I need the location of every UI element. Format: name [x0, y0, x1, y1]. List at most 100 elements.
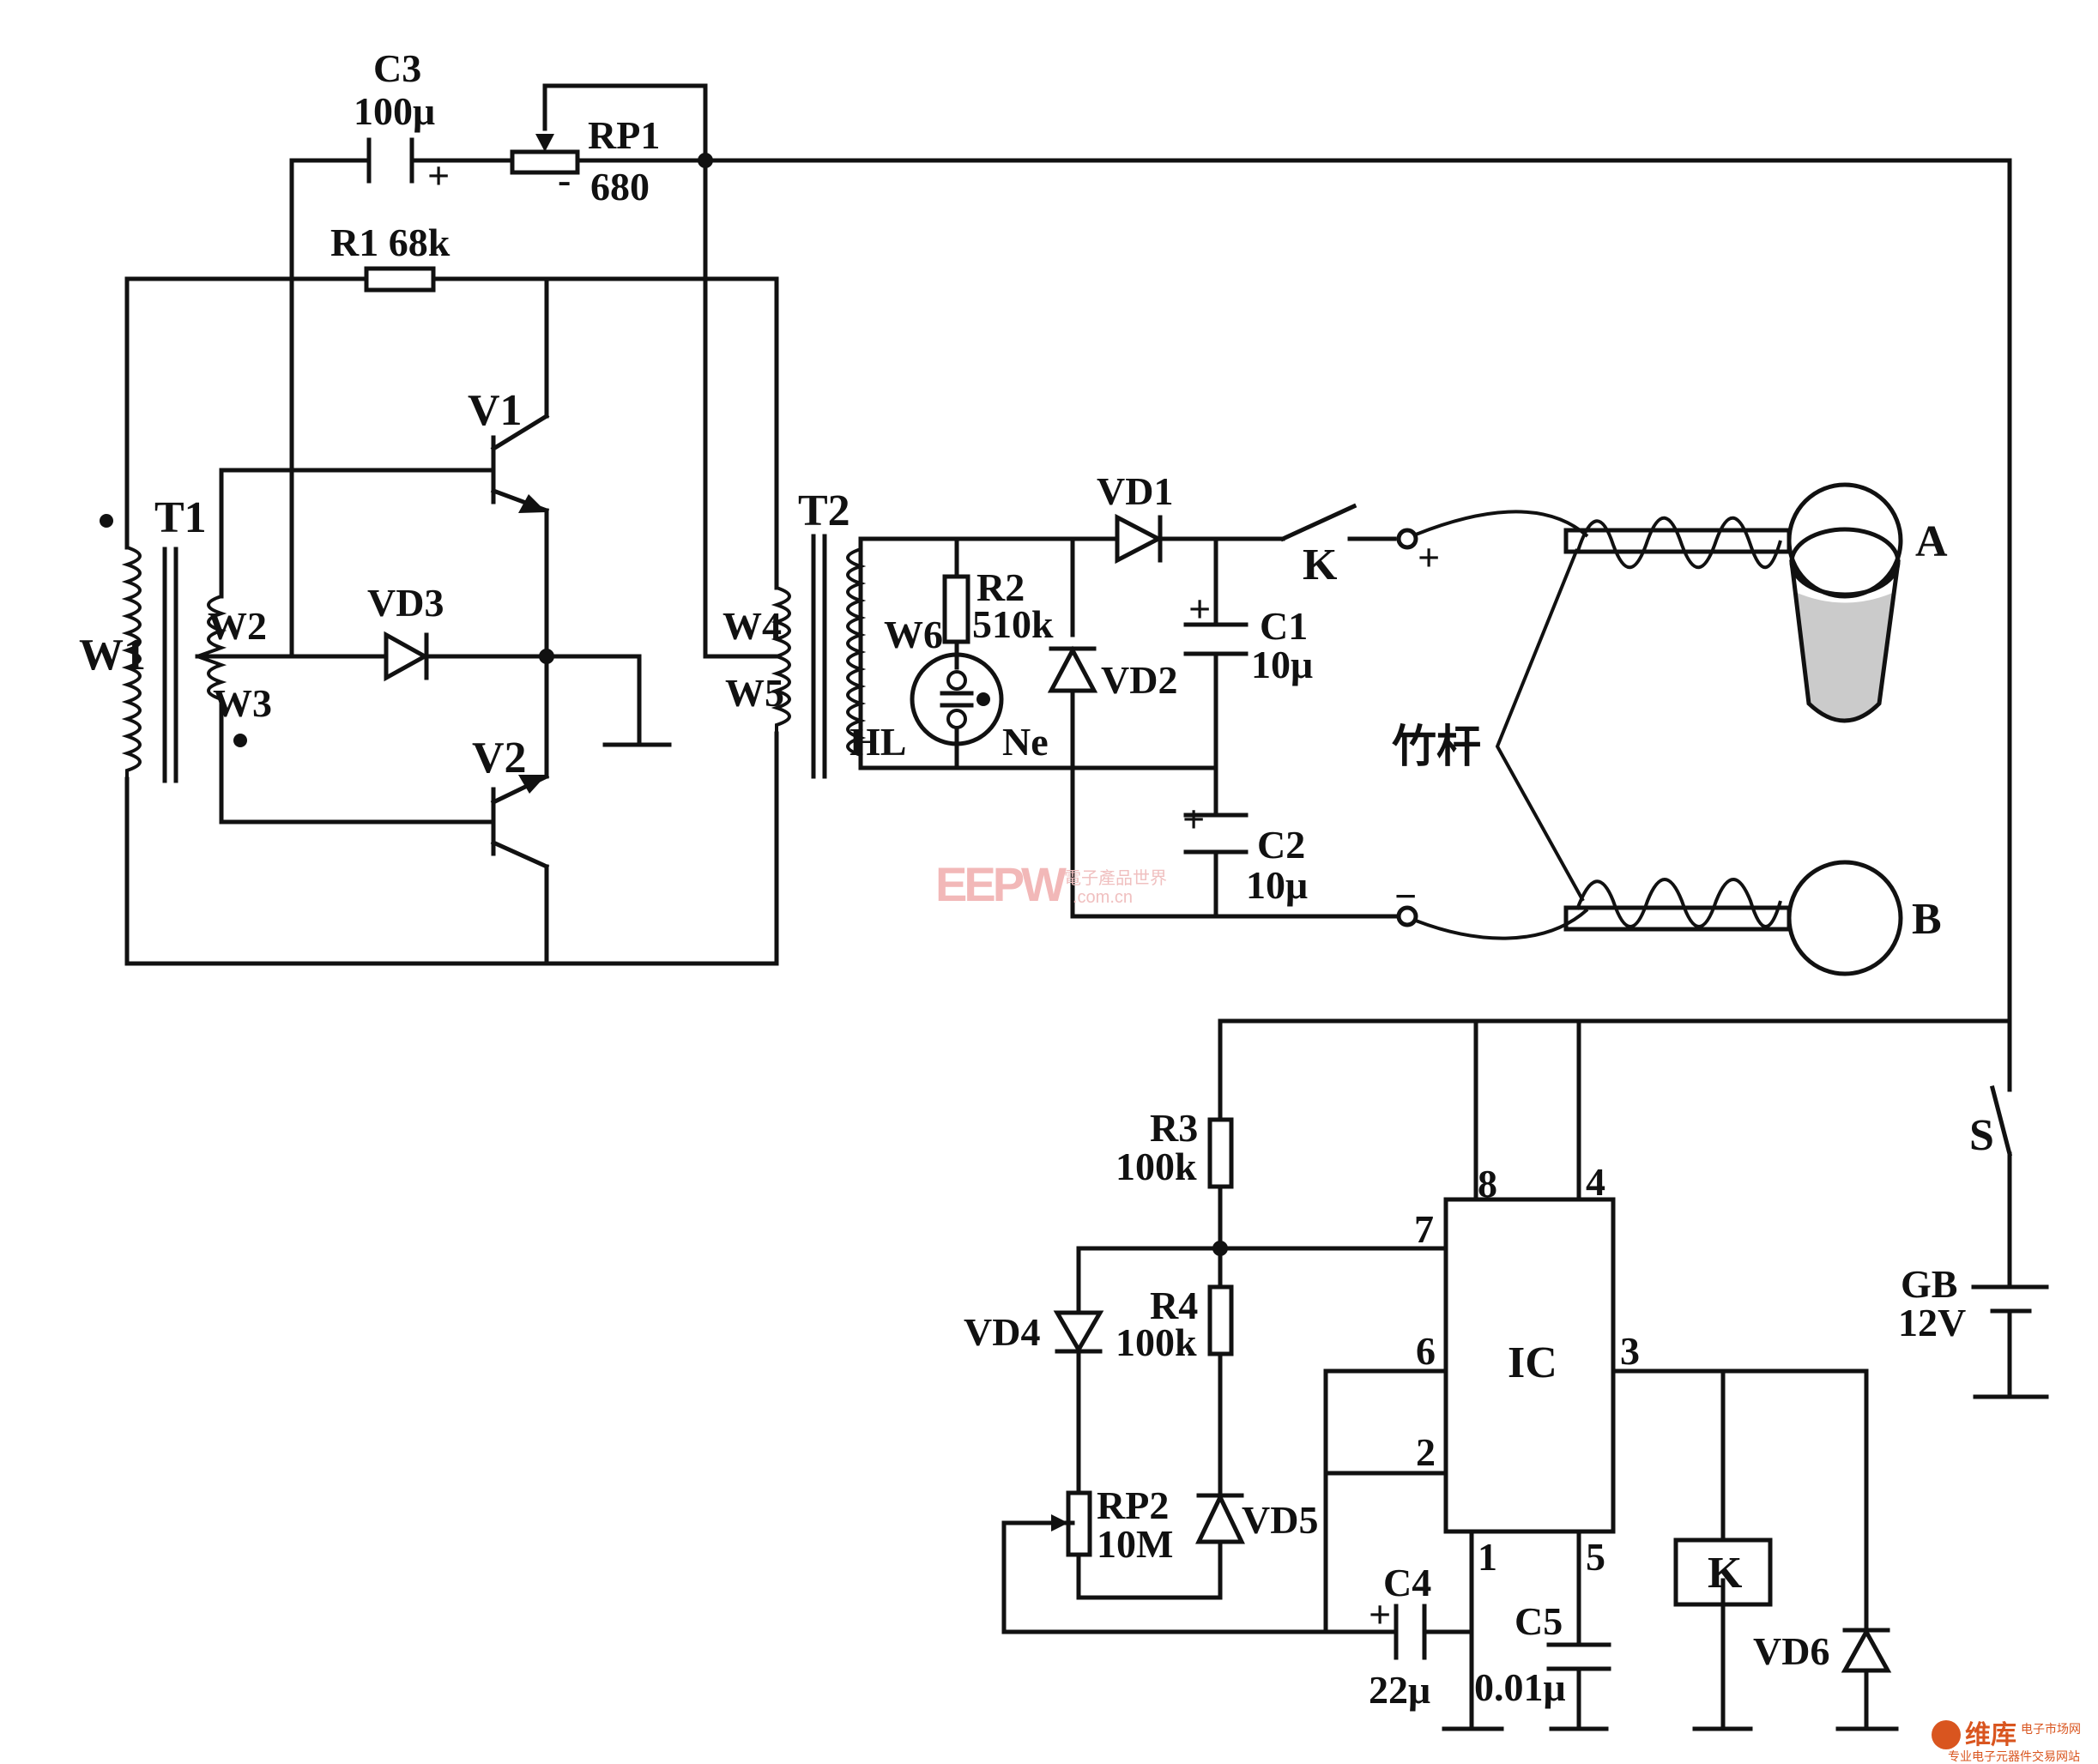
label-t1: T1	[154, 493, 207, 542]
pin-6-label: 6	[1416, 1329, 1436, 1373]
diode-vd4	[1053, 1310, 1104, 1354]
timer-wiring	[1001, 1018, 2012, 1731]
svg-text:+: +	[1369, 1592, 1391, 1636]
label-w3: W3	[213, 681, 272, 725]
battery-gb	[1971, 1284, 2049, 1399]
resistor-r2	[942, 574, 970, 644]
label-vd2: VD2	[1101, 658, 1177, 702]
resistor-r1	[364, 266, 436, 293]
potentiometer-rp1: -	[510, 134, 580, 202]
label-k-relay: K	[1708, 1549, 1743, 1598]
label-c5-name: C5	[1515, 1599, 1563, 1643]
diode-vd5	[1195, 1492, 1245, 1544]
label-v1: V1	[468, 386, 523, 435]
inverter-wiring	[124, 83, 2012, 1019]
pin-3-label: 3	[1620, 1329, 1640, 1373]
label-t2: T2	[798, 486, 850, 535]
label-r4-name: R4	[1150, 1284, 1198, 1327]
label-w6: W6	[884, 613, 943, 656]
capacitor-c3: +	[366, 137, 450, 197]
diode-vd1	[1115, 513, 1164, 565]
label-w5: W5	[725, 671, 784, 715]
label-r2-value: 510k	[972, 602, 1054, 646]
ic-555	[1443, 1197, 1616, 1534]
diode-vd2	[1047, 645, 1098, 693]
label-bamboo: 竹杆	[1392, 722, 1481, 772]
capacitor-c5	[1546, 1642, 1611, 1671]
label-hl: HL	[849, 720, 906, 764]
label-plus-terminal: +	[1418, 535, 1440, 579]
relay-k	[1673, 1537, 1773, 1607]
pin-7-label: 7	[1414, 1207, 1434, 1251]
transistor-v1	[490, 413, 550, 514]
terminal-plus	[1396, 528, 1418, 550]
junction-node	[1212, 1241, 1228, 1256]
capacitor-c2: +	[1182, 797, 1249, 855]
label-k-switch: K	[1303, 541, 1338, 589]
pin-5-label: 5	[1586, 1535, 1605, 1579]
svg-text:EEPW: EEPW	[935, 857, 1067, 911]
label-c4-name: C4	[1383, 1561, 1431, 1604]
transistor-v2	[490, 773, 550, 870]
diode-vd6	[1841, 1627, 1892, 1673]
label-vd4: VD4	[964, 1310, 1040, 1354]
label-b: B	[1912, 895, 1942, 944]
label-gb-name: GB	[1901, 1262, 1957, 1306]
resistor-r3	[1207, 1117, 1234, 1189]
pin-1-label: 1	[1478, 1535, 1497, 1579]
label-vd5: VD5	[1242, 1498, 1318, 1542]
label-r3-name: R3	[1150, 1106, 1198, 1150]
label-c2-value: 10μ	[1246, 863, 1308, 907]
label-rp1-value: 680	[590, 165, 650, 208]
svg-text:维库: 维库	[1965, 1720, 2016, 1750]
label-w4: W4	[723, 604, 782, 648]
transformer-t1	[100, 514, 247, 783]
label-rp1-name: RP1	[588, 113, 660, 157]
label-r2-name: R2	[976, 565, 1025, 609]
pin-8-label: 8	[1478, 1162, 1497, 1205]
output-wiring	[846, 503, 1397, 919]
label-w1: W1	[79, 631, 146, 680]
electrode-a	[1563, 482, 1903, 723]
label-ne: Ne	[1002, 720, 1049, 764]
label-c3-value: 100μ	[354, 89, 435, 133]
diode-vd3	[384, 631, 430, 682]
svg-text:.com.cn: .com.cn	[1073, 888, 1133, 907]
pin-4-label: 4	[1586, 1160, 1605, 1204]
junction-node	[539, 649, 554, 664]
label-vd1: VD1	[1097, 469, 1173, 513]
label-w2: W2	[208, 604, 267, 648]
neon-lamp-ne	[910, 652, 1004, 746]
potentiometer-rp2	[1051, 1490, 1092, 1557]
terminal-minus	[1396, 905, 1418, 927]
capacitor-c4: +	[1369, 1592, 1427, 1660]
capacitor-c1: +	[1183, 587, 1249, 656]
label-vd6: VD6	[1753, 1629, 1829, 1673]
label-rp2-name: RP2	[1097, 1483, 1169, 1527]
label-c1-name: C1	[1260, 604, 1308, 648]
brand-watermark: 维库 电子市场网 专业电子元器件交易网站	[1932, 1720, 2081, 1764]
svg-text:-: -	[558, 158, 571, 202]
transformer-t2	[811, 534, 827, 779]
pin-2-label: 2	[1416, 1430, 1436, 1474]
svg-text:+: +	[1188, 587, 1211, 631]
label-vd3: VD3	[367, 581, 444, 625]
label-c3-name: C3	[373, 46, 421, 90]
resistor-r4	[1207, 1284, 1234, 1356]
label-a: A	[1915, 517, 1948, 566]
svg-text:+: +	[427, 154, 450, 197]
probe-wires	[1415, 510, 1589, 940]
label-s: S	[1969, 1111, 1994, 1160]
eepw-watermark: EEPW 電子產品世界 .com.cn	[935, 857, 1167, 911]
label-c2-name: C2	[1257, 823, 1305, 867]
label-minus-terminal: −	[1394, 874, 1417, 918]
switch-s	[1989, 1084, 2013, 1157]
label-r4-value: 100k	[1116, 1320, 1197, 1364]
electrode-b	[1563, 860, 1903, 976]
svg-text:专业电子元器件交易网站: 专业电子元器件交易网站	[1948, 1749, 2080, 1764]
label-ic: IC	[1508, 1338, 1557, 1387]
svg-text:電子產品世界: 電子產品世界	[1064, 868, 1167, 888]
label-gb-value: 12V	[1898, 1301, 1966, 1344]
svg-text:电子市场网: 电子市场网	[2021, 1722, 2081, 1737]
